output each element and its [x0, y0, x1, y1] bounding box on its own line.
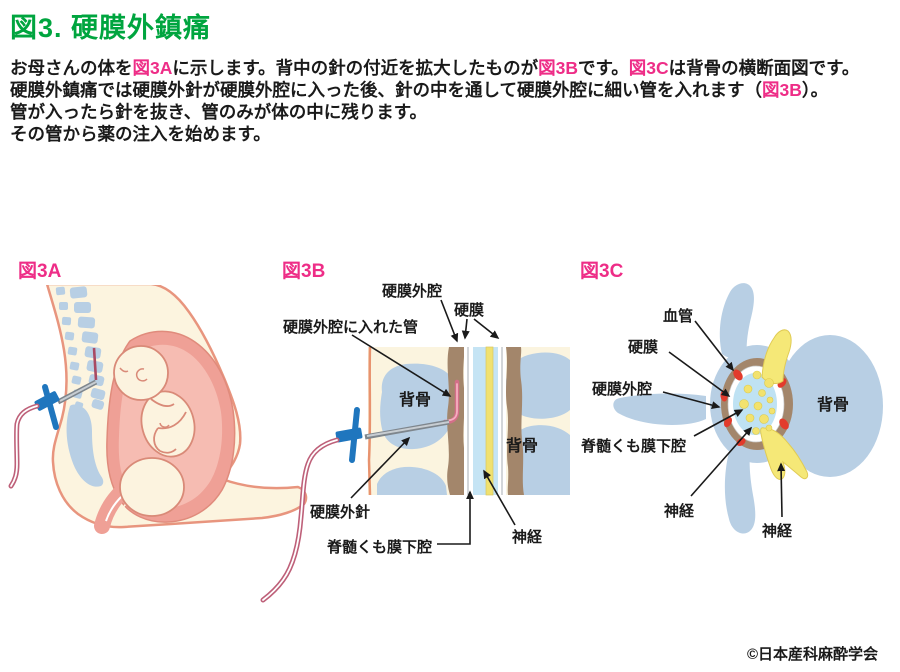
intro-line-1: お母さんの体を図3Aに示します。背中の針の付近を拡大したものが図3Bです。図3C…	[10, 57, 859, 79]
label-catheter-3b: 硬膜外腔に入れた管	[283, 319, 419, 336]
figure-b-label: 図3B	[282, 261, 326, 282]
label-nerve-left-3c: 神経	[664, 503, 695, 520]
needle-wings	[42, 384, 59, 430]
intro-line-4: その管から薬の注入を始めます。	[10, 124, 271, 144]
blood-vessels	[720, 369, 789, 447]
figure-ref-3c: 図3C	[628, 58, 669, 78]
label-epidural-space-3c: 硬膜外腔	[592, 381, 653, 398]
spine-vertebrae	[55, 286, 106, 410]
catheter-tube	[8, 403, 40, 489]
copyright: ©日本産科麻酔学会	[746, 646, 878, 663]
nerve-root-top	[761, 329, 792, 385]
figure-ref-3b: 図3B	[761, 80, 802, 100]
intro-text: は背骨の横断面図です。	[668, 58, 860, 78]
label-spine-left-3b: 背骨	[399, 392, 432, 409]
nerve-root-bottom	[760, 427, 809, 480]
intro-line-2: 硬膜外鎮痛では硬膜外針が硬膜外腔に入った後、針の中を通して硬膜外腔に細い管を入れ…	[10, 79, 859, 101]
figure-c-annotation-arrows	[662, 320, 786, 518]
label-subarachnoid-3c: 脊髄くも膜下腔	[581, 438, 687, 455]
figure-a-art	[0, 279, 310, 534]
vertebral-processes	[613, 283, 756, 534]
label-epidural-space-3b: 硬膜外腔	[382, 283, 443, 300]
label-dura-3c: 硬膜	[628, 339, 659, 356]
figure-b-annotation-arrows	[350, 299, 516, 545]
label-needle-3b: 硬膜外針	[310, 504, 371, 521]
epidural-catheter-in-spine	[92, 347, 98, 381]
label-subarachnoid-3b: 脊髄くも膜下腔	[327, 539, 433, 556]
figure-a-label: 図3A	[18, 261, 62, 282]
intro-line-3: 管が入ったら針を抜き、管のみが体の中に残ります。	[10, 102, 428, 122]
skin-line	[367, 346, 372, 496]
intro-text: 硬膜外鎮痛では硬膜外針が硬膜外腔に入った後、針の中を通して硬膜外腔に細い管を入れ…	[10, 80, 762, 100]
figure-c-art	[613, 283, 883, 534]
label-vessel-3c: 血管	[663, 308, 694, 325]
figure-c-label: 図3C	[580, 261, 624, 282]
label-nerve-right-3c: 神経	[762, 523, 793, 540]
needle-hub	[34, 391, 60, 411]
intro-text: お母さんの体を	[10, 58, 133, 78]
intro-text: に示します。背中の針の付近を拡大したものが	[172, 58, 539, 78]
nerve-stripe	[485, 346, 494, 496]
label-nerve-3b: 神経	[512, 529, 543, 546]
vertebral-body	[777, 335, 883, 477]
epidural-space-right	[506, 347, 524, 495]
intro-text: です。	[578, 58, 629, 78]
label-spine-3c: 背骨	[817, 397, 850, 414]
nerve-rootlets	[739, 370, 776, 435]
label-dura-3b: 硬膜	[454, 302, 485, 319]
epidural-space-left	[447, 347, 465, 495]
label-spine-right-3b: 背骨	[506, 438, 539, 455]
sacrum-bone	[66, 404, 104, 487]
figure-ref-3a: 図3A	[132, 58, 173, 78]
page-title: 図3. 硬膜外鎮痛	[10, 13, 212, 43]
fetus-head	[113, 345, 169, 401]
needle-hub	[335, 427, 363, 443]
intro-text: ）。	[801, 80, 829, 100]
figure-ref-3b: 図3B	[538, 58, 578, 78]
fetus	[113, 345, 196, 517]
figure-b-art	[260, 299, 570, 603]
intro-paragraph: お母さんの体を図3Aに示します。背中の針の付近を拡大したものが図3Bです。図3C…	[10, 57, 859, 145]
